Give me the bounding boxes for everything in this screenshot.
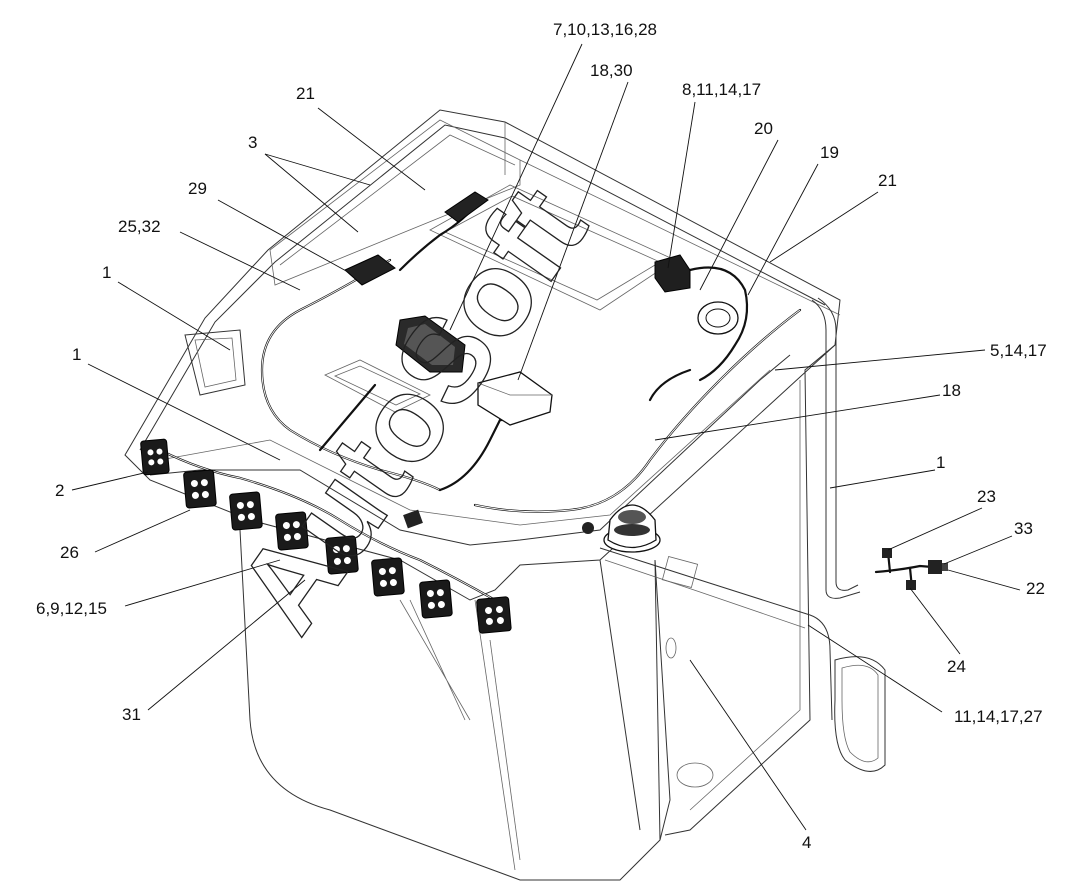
callout-26: 26 (60, 543, 79, 562)
callout-29: 29 (188, 179, 207, 198)
callout-labels: 7,10,13,16,28 18,30 8,11,14,17 21 20 3 1… (36, 20, 1047, 852)
callout-7-10-13-16-28: 7,10,13,16,28 (553, 20, 657, 39)
work-lamp (140, 438, 170, 476)
callout-18: 18 (942, 381, 961, 400)
work-lamp (371, 557, 405, 597)
work-lamp (275, 511, 309, 551)
beacon-lamp (603, 504, 661, 553)
callout-8-11-14-17: 8,11,14,17 (682, 80, 761, 99)
callout-21-top: 21 (296, 84, 315, 103)
work-lamp (419, 579, 453, 619)
callout-22: 22 (1026, 579, 1045, 598)
callout-6-9-12-15: 6,9,12,15 (36, 599, 107, 618)
callout-33: 33 (1014, 519, 1033, 538)
callout-23: 23 (977, 487, 996, 506)
work-lamp (476, 596, 512, 634)
leader-lines (71, 43, 1021, 831)
callout-18-30: 18,30 (590, 61, 633, 80)
roof-devices (344, 191, 948, 590)
callout-21-right: 21 (878, 171, 897, 190)
work-lamp (229, 491, 263, 531)
cab-body (124, 109, 886, 881)
callout-25-32: 25,32 (118, 217, 161, 236)
callout-3: 3 (248, 133, 257, 152)
callout-24: 24 (947, 657, 966, 676)
callout-2: 2 (55, 481, 64, 500)
callout-1-upper: 1 (102, 263, 111, 282)
callout-4: 4 (802, 833, 811, 852)
work-lamps (140, 438, 512, 634)
callout-5-14-17: 5,14,17 (990, 341, 1047, 360)
callout-1-mid: 1 (72, 345, 81, 364)
callout-31: 31 (122, 705, 141, 724)
callout-11-14-17-27: 11,14,17,27 (954, 707, 1043, 726)
work-lamp (325, 535, 359, 575)
callout-1-right: 1 (936, 453, 945, 472)
callout-20: 20 (754, 119, 773, 138)
work-lamp (183, 469, 217, 509)
callout-19: 19 (820, 143, 839, 162)
